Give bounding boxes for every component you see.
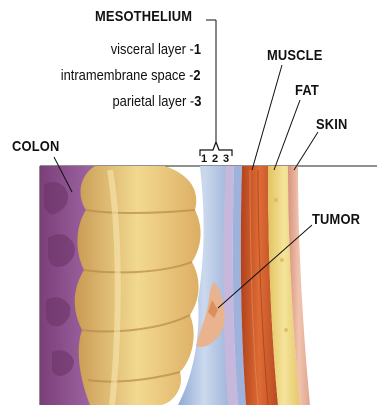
colon-wall bbox=[75, 166, 201, 405]
fat-label: FAT bbox=[295, 82, 319, 99]
skin-leader bbox=[294, 132, 318, 170]
parietal-text: parietal layer - bbox=[112, 93, 194, 110]
intramembrane-space-label: intramembrane space -2 bbox=[61, 67, 201, 84]
skin-label: SKIN bbox=[316, 116, 348, 133]
bracket-number-2: 2 bbox=[212, 153, 218, 165]
parietal-layer-label: parietal layer -3 bbox=[112, 93, 201, 110]
colon-label: COLON bbox=[12, 138, 59, 155]
bracket-number-1: 1 bbox=[201, 153, 207, 165]
muscle-leader bbox=[252, 65, 282, 170]
intramembrane-number: 2 bbox=[194, 67, 201, 84]
mesothelium-label: MESOTHELIUM bbox=[95, 8, 192, 25]
parietal-number: 3 bbox=[194, 93, 201, 110]
visceral-text: visceral layer - bbox=[111, 41, 194, 58]
fat-leader bbox=[274, 100, 300, 170]
visceral-layer-label: visceral layer -1 bbox=[111, 41, 201, 58]
tumor-label: TUMOR bbox=[312, 211, 360, 228]
muscle-label: MUSCLE bbox=[267, 47, 323, 64]
visceral-number: 1 bbox=[194, 41, 201, 58]
bracket-number-3: 3 bbox=[223, 153, 229, 165]
intramembrane-text: intramembrane space - bbox=[61, 67, 194, 84]
